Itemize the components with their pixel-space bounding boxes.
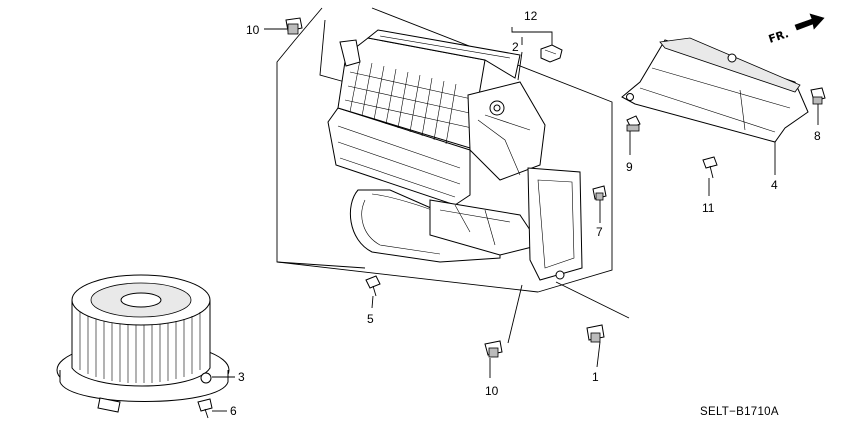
callout-9: 9 <box>626 160 633 174</box>
front-direction-arrow: FR. <box>767 13 825 46</box>
callout-7: 7 <box>596 225 603 239</box>
blower-fan-blades <box>79 312 201 383</box>
callout-1: 1 <box>592 370 599 384</box>
callout-4: 4 <box>771 178 778 192</box>
leader-lines <box>212 27 819 412</box>
screw-7 <box>592 185 607 201</box>
diagram-code: SELT−B1710A <box>700 406 779 418</box>
direction-label: FR. <box>767 27 790 46</box>
clip-part <box>540 44 563 63</box>
screw-6 <box>197 398 213 419</box>
callout-labels: 10 12 2 8 9 4 11 7 5 10 1 3 6 <box>230 9 821 418</box>
arrow-right-icon <box>794 13 825 31</box>
callout-8: 8 <box>814 129 821 143</box>
callout-2: 2 <box>512 40 519 54</box>
clip-9 <box>626 115 641 132</box>
callout-10-top: 10 <box>246 23 260 37</box>
callout-5: 5 <box>367 312 374 326</box>
callout-12: 12 <box>524 9 538 23</box>
bolt-1 <box>586 324 605 343</box>
clip-8 <box>810 87 826 105</box>
screw-11 <box>702 156 718 179</box>
blower-motor <box>56 274 230 413</box>
callout-10-bottom: 10 <box>485 384 499 398</box>
callout-3: 3 <box>238 370 245 384</box>
callout-11: 11 <box>702 201 715 215</box>
filter-grid <box>344 59 477 145</box>
callout-6: 6 <box>230 404 237 418</box>
blower-housing <box>327 29 583 281</box>
bolt-10-top <box>285 17 303 35</box>
bolt-10-bottom <box>484 340 503 358</box>
screw-5 <box>365 275 381 297</box>
duct-part <box>621 37 809 143</box>
